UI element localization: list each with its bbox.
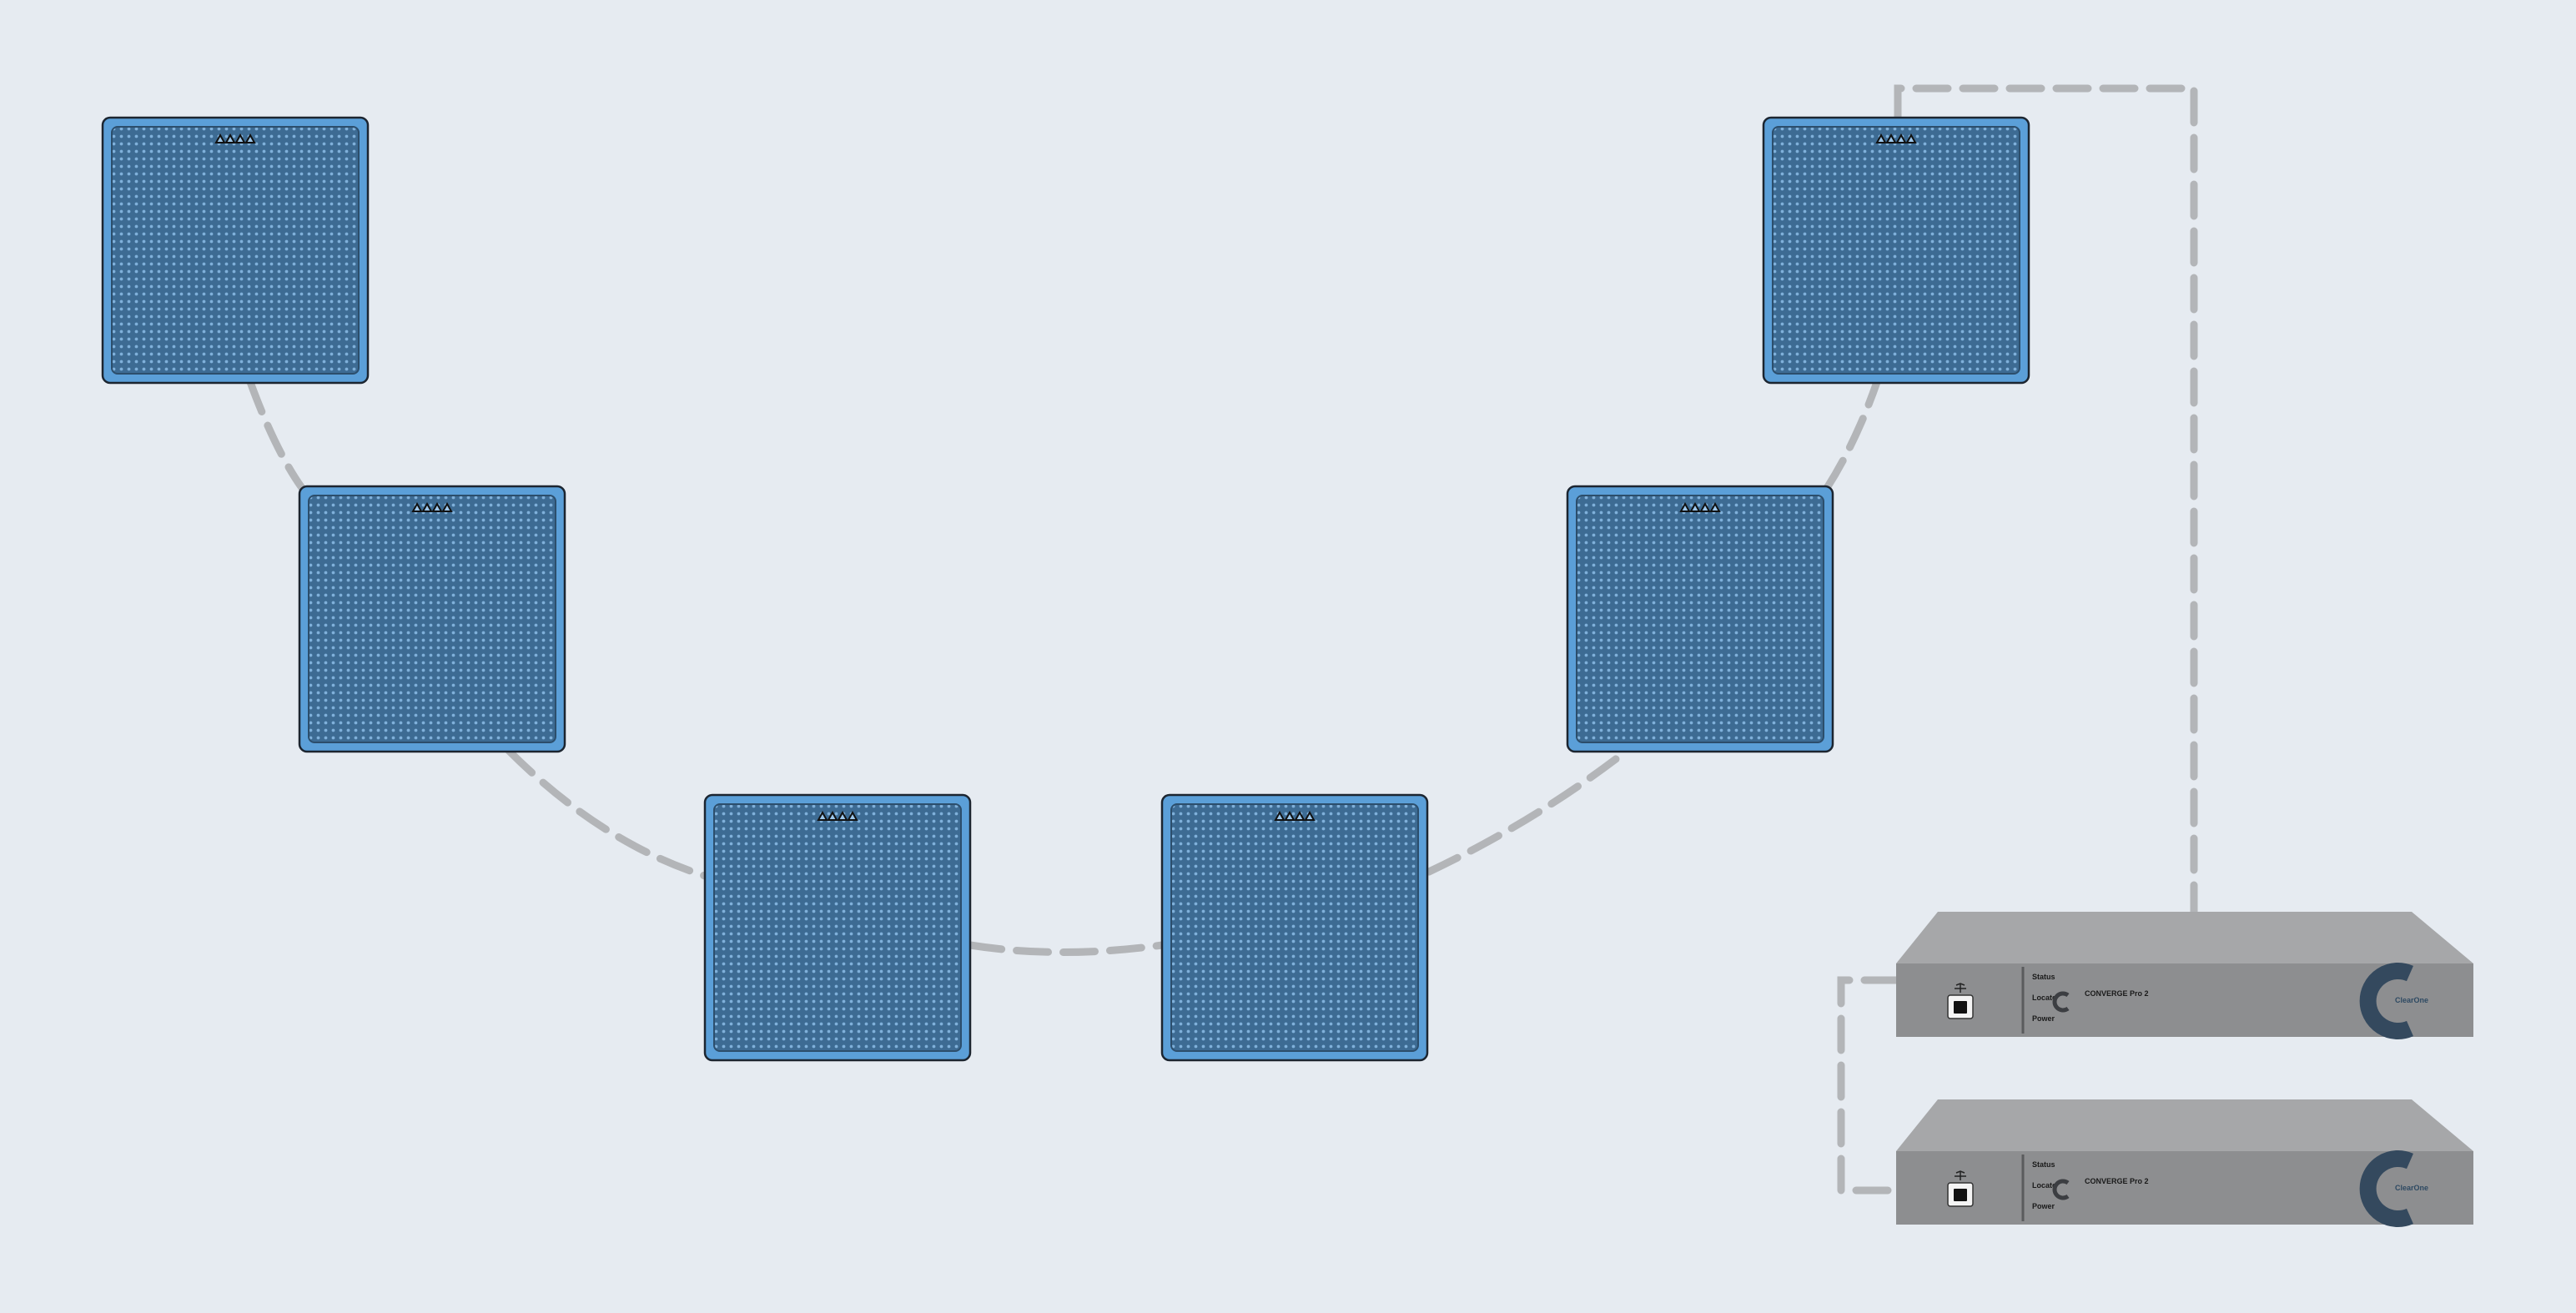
mic-grille (1170, 803, 1419, 1052)
mic-led-indicators-icon (1875, 133, 1917, 143)
mic-led-indicators-icon (1274, 810, 1316, 821)
mic-grille (111, 126, 360, 375)
clearone-small-logo-icon (2052, 1179, 2070, 1200)
clearone-large-logo-icon (2359, 1150, 2413, 1227)
ceiling-mic-6[interactable] (1762, 116, 2030, 385)
ceiling-mic-2[interactable] (298, 485, 566, 753)
dsp-brand-label: ClearOne (2395, 1184, 2428, 1192)
cable-dsp1-dsp2 (1837, 976, 1900, 1195)
cable-mic3-mic4 (966, 941, 1166, 956)
dsp-indicator-label-locate: Locate (2032, 994, 2056, 1002)
mic-led-indicators-icon (817, 810, 858, 821)
dsp-top-panel (1896, 1099, 2473, 1151)
ceiling-mic-4[interactable] (1160, 793, 1429, 1062)
mic-led-indicators-icon (214, 133, 256, 143)
ceiling-mic-5[interactable] (1566, 485, 1834, 753)
usb-port-icon (1947, 983, 1974, 1019)
cable-mic4-mic5 (1425, 747, 1631, 876)
cable-mic5-mic6 (1823, 378, 1881, 492)
cable-mic6-dsp1 (1894, 84, 2198, 916)
mic-grille (1772, 126, 2020, 375)
cable-mic1-mic2 (246, 378, 306, 492)
clearone-small-logo-icon (2052, 991, 2070, 1013)
mic-led-indicators-icon (411, 501, 453, 512)
dsp-model-label: CONVERGE Pro 2 (2085, 1177, 2149, 1185)
cable-mic2-mic3 (505, 747, 709, 880)
dsp-indicator-label-status: Status (2032, 973, 2055, 981)
ceiling-mic-1[interactable] (101, 116, 370, 385)
mic-grille (1576, 495, 1824, 743)
cable-layer (246, 84, 2198, 1195)
dsp-model-label: CONVERGE Pro 2 (2085, 989, 2149, 998)
usb-port-icon (1947, 1170, 1974, 1207)
ceiling-mic-layer (101, 116, 2030, 1062)
dsp-brand-label: ClearOne (2395, 996, 2428, 1004)
dsp-top-panel (1896, 912, 2473, 963)
ceiling-mic-3[interactable] (703, 793, 972, 1062)
mic-grille (308, 495, 556, 743)
clearone-large-logo-icon (2359, 963, 2413, 1039)
dsp-indicator-label-status: Status (2032, 1160, 2055, 1169)
dsp-indicator-label-power: Power (2032, 1202, 2055, 1210)
mic-grille (713, 803, 962, 1052)
mic-led-indicators-icon (1679, 501, 1721, 512)
dsp-indicator-label-locate: Locate (2032, 1181, 2056, 1190)
dsp-indicator-label-power: Power (2032, 1014, 2055, 1023)
